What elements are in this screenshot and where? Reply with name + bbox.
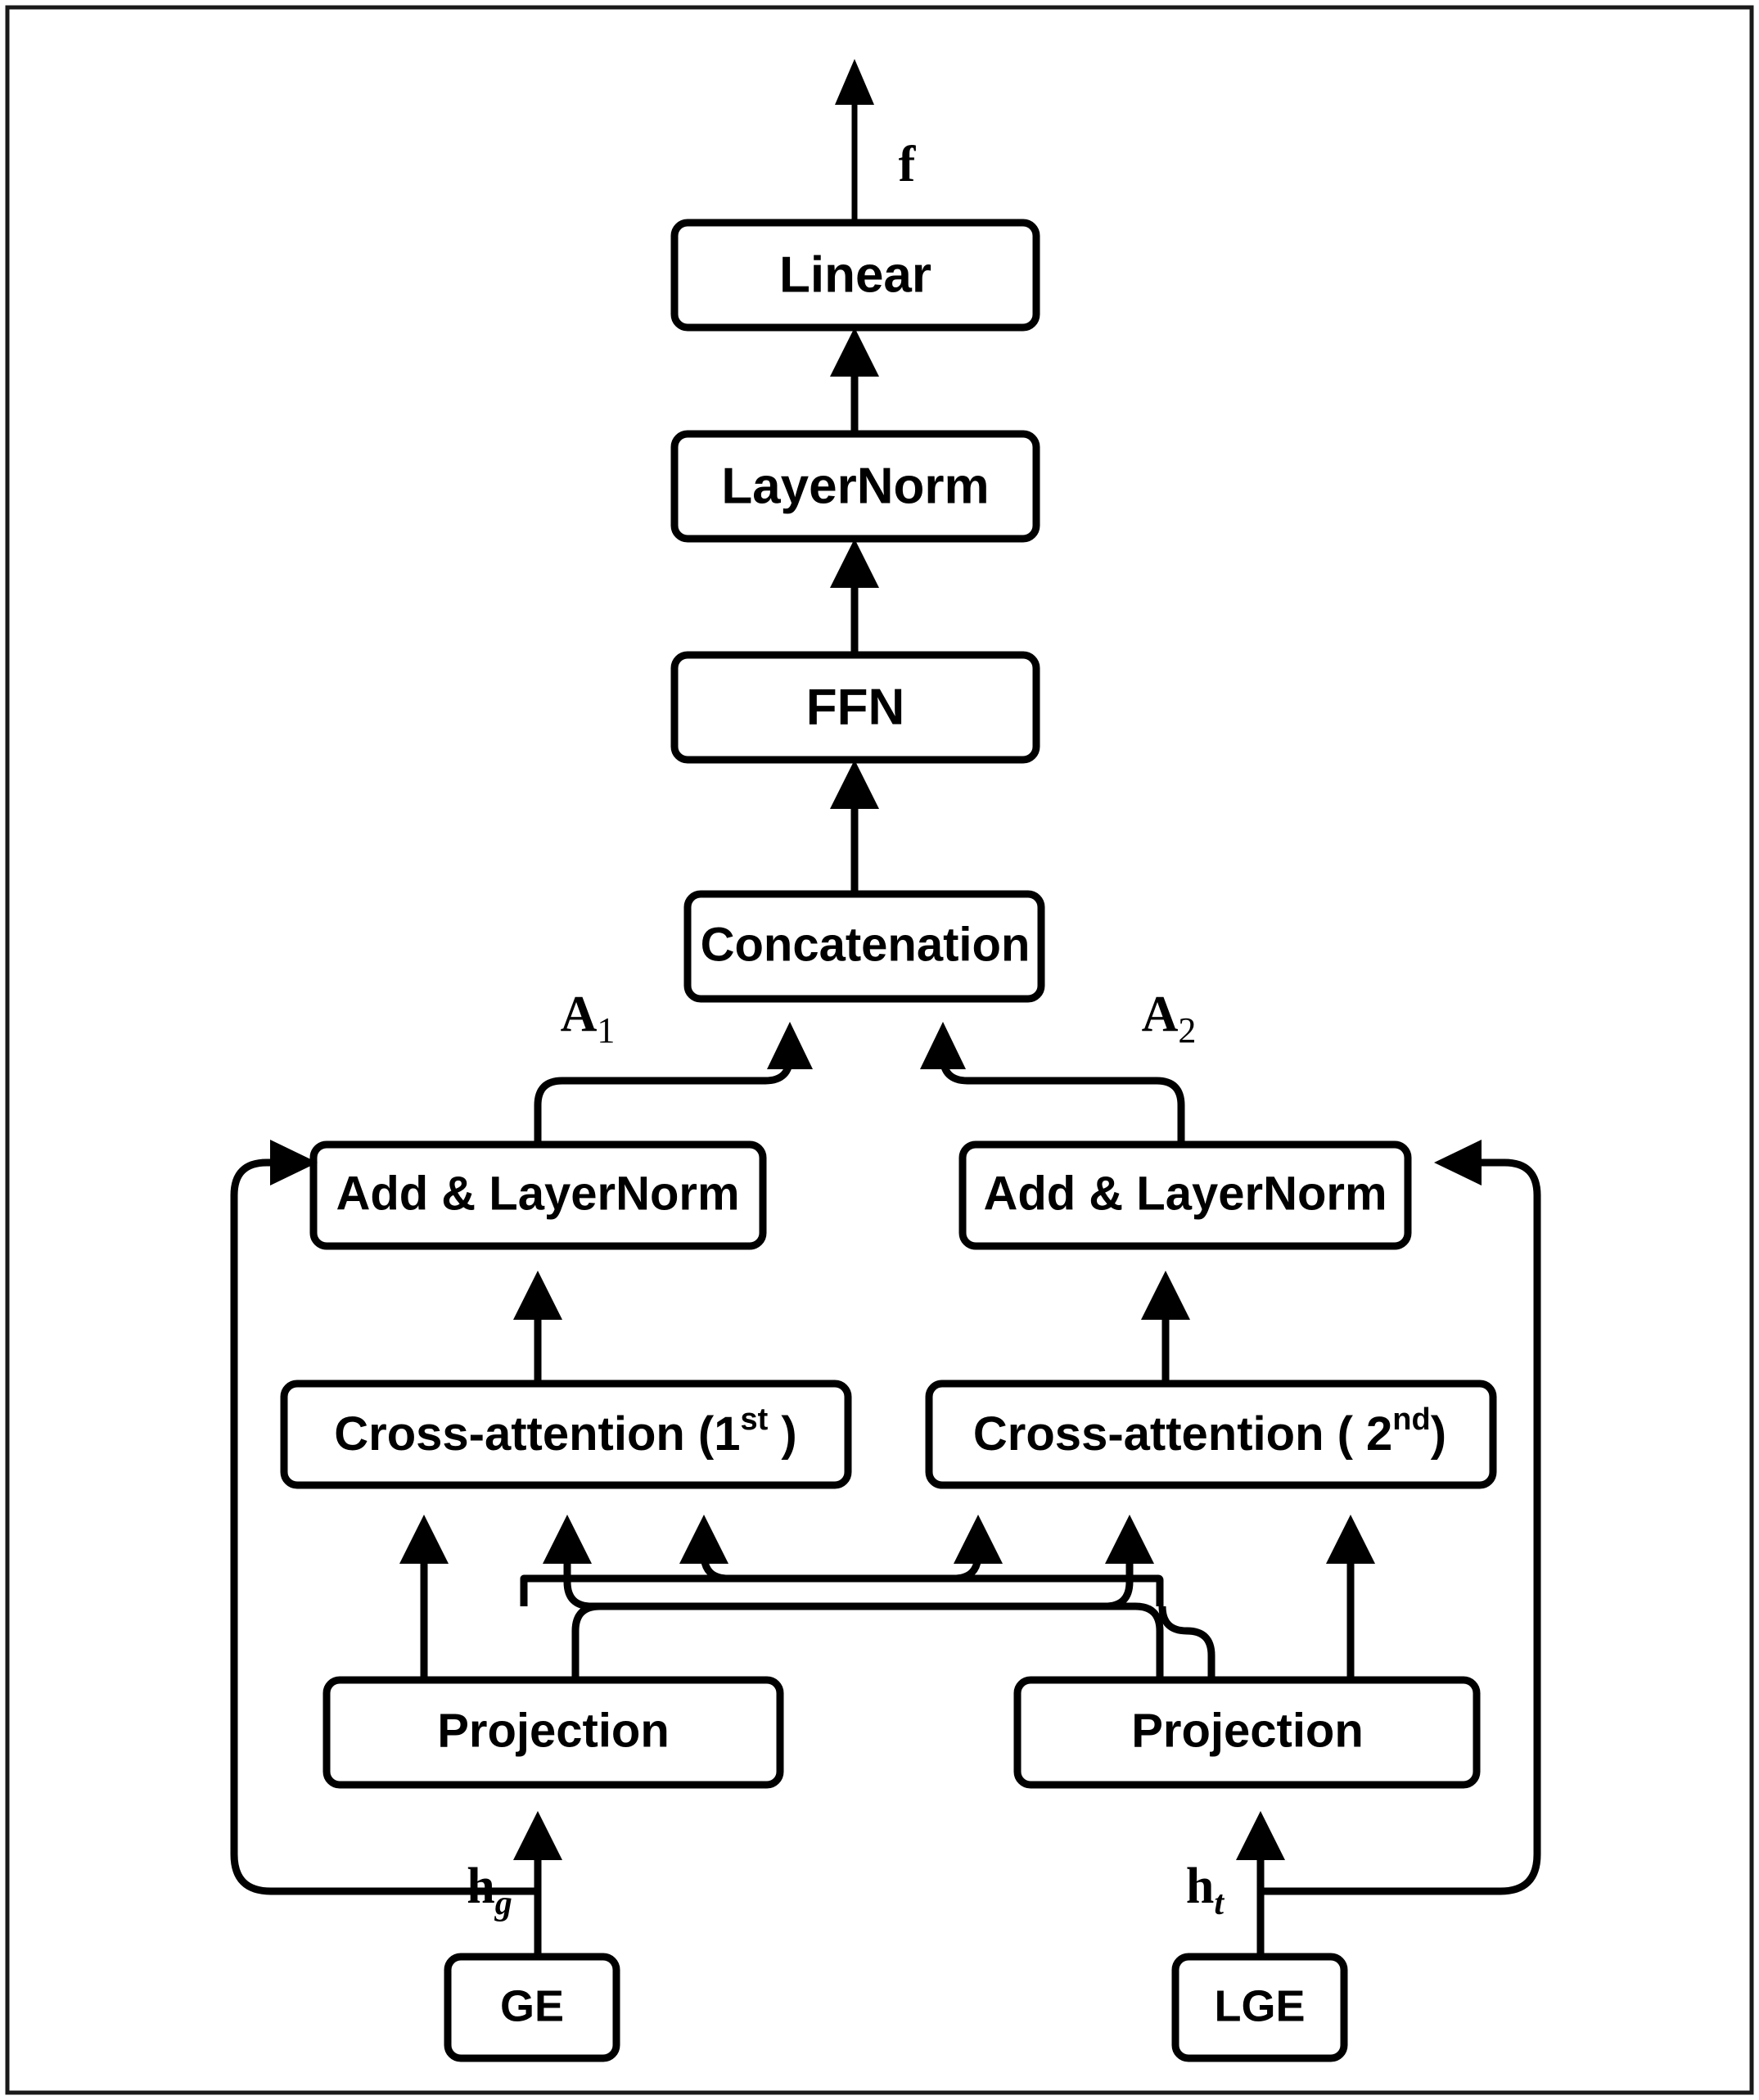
node-add-layernorm-left[interactable]: Add & LayerNorm — [309, 1140, 767, 1250]
edge-projection-left-to-crossattn-right-k — [571, 1515, 1154, 1680]
node-projection-left[interactable]: Projection — [322, 1676, 784, 1789]
node-projection-right[interactable]: Projection — [1013, 1676, 1481, 1789]
node-lge[interactable]: LGE — [1171, 1953, 1348, 2062]
node-cross-attention-first-label: Cross-attention (1st ) — [334, 1402, 797, 1461]
node-cross-attention-first[interactable]: Cross-attention (1st ) — [280, 1380, 852, 1489]
node-cross-attention-second[interactable]: Cross-attention ( 2nd) — [925, 1380, 1497, 1489]
edge-projection-right-to-crossattn-right-q — [1326, 1515, 1375, 1680]
edge-projection-left-to-crossattn-right-v — [520, 1515, 1003, 1606]
edge-layernorm-to-linear — [830, 327, 879, 434]
node-ge-label: GE — [500, 1981, 564, 2030]
node-concatenation-label: Concatenation — [701, 918, 1031, 971]
node-ffn-label: FFN — [806, 679, 905, 735]
edge-projection-left-to-crossattn-left-q — [399, 1515, 449, 1680]
edge-residual-right-skip — [1261, 1140, 1541, 1895]
edge-hg-to-projection-left — [513, 1811, 562, 1957]
edge-projection-right-to-crossattn-left-k — [543, 1515, 1164, 1680]
node-ffn[interactable]: FFN — [670, 651, 1040, 764]
node-ge[interactable]: GE — [444, 1953, 620, 2062]
node-layernorm[interactable]: LayerNorm — [670, 430, 1040, 543]
node-add-layernorm-right-label: Add & LayerNorm — [983, 1167, 1387, 1220]
node-linear[interactable]: Linear — [670, 219, 1040, 332]
output-feature-label: f — [899, 137, 917, 192]
node-lge-label: LGE — [1214, 1981, 1305, 2030]
edge-addnorm-left-to-concat — [534, 1022, 813, 1145]
edge-linear-to-output — [835, 59, 874, 223]
node-layernorm-label: LayerNorm — [721, 458, 989, 514]
edge-ffn-to-layernorm — [830, 539, 879, 655]
node-linear-label: Linear — [779, 246, 931, 303]
edge-residual-left-skip — [230, 1140, 538, 1895]
node-add-layernorm-left-label: Add & LayerNorm — [336, 1167, 739, 1220]
input-ht-label: ht — [1186, 1858, 1225, 1922]
node-add-layernorm-right[interactable]: Add & LayerNorm — [958, 1140, 1412, 1250]
edge-crossattn-left-to-addnorm-left — [513, 1271, 562, 1384]
attention-output-left-label: A1 — [561, 987, 616, 1050]
edge-concat-to-ffn — [830, 760, 879, 894]
edge-crossattn-right-to-addnorm-right — [1141, 1271, 1190, 1384]
attention-output-right-label: A2 — [1142, 987, 1197, 1050]
node-cross-attention-second-label: Cross-attention ( 2nd) — [973, 1402, 1446, 1461]
figure-border — [5, 5, 1754, 2095]
node-projection-left-label: Projection — [437, 1704, 670, 1757]
edge-addnorm-right-to-concat — [920, 1022, 1185, 1145]
node-concatenation[interactable]: Concatenation — [683, 890, 1045, 1003]
edge-ht-to-projection-right — [1236, 1811, 1285, 1957]
node-projection-right-label: Projection — [1131, 1704, 1364, 1757]
